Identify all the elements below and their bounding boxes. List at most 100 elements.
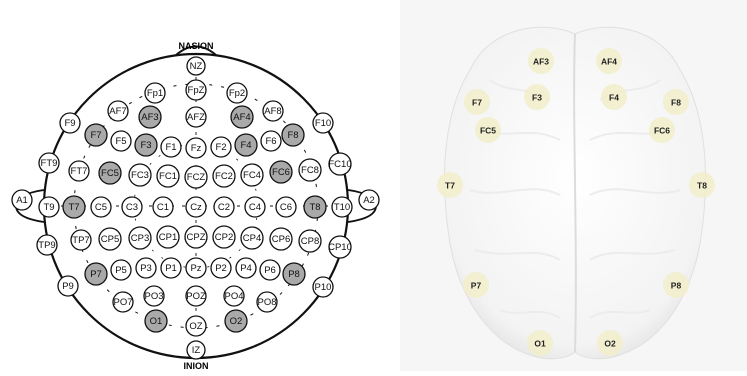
electrode-p7: P7 [84, 262, 108, 286]
electrode-f2: F2 [210, 136, 232, 158]
electrode-circle [128, 163, 152, 187]
electrode-circle [234, 133, 258, 157]
electrode-label: FC6 [272, 167, 290, 178]
electrode-circle [152, 196, 174, 218]
electrode-circle [312, 112, 334, 134]
electrode-nz: NZ [186, 56, 206, 76]
electrode-circle [230, 105, 254, 129]
electrode-circle [156, 225, 180, 249]
electrode-p4: P4 [235, 257, 257, 279]
nose-outline [175, 45, 217, 56]
electrode-label: Fp1 [147, 88, 163, 99]
electrode-c2: C2 [213, 196, 235, 218]
electrode-c6: C6 [275, 196, 297, 218]
brain-electrode-label: AF3 [533, 57, 549, 67]
electrode-label: OZ [189, 321, 202, 332]
electrode-label: CP1 [159, 232, 177, 243]
electrode-fpz: FpZ [185, 79, 207, 101]
brain-electrode-label: O2 [604, 339, 616, 349]
electrode-cp1: CP1 [156, 225, 180, 249]
electrode-circle [144, 82, 166, 104]
electrode-cp5: CP5 [98, 227, 122, 251]
electrode-c3: C3 [121, 196, 143, 218]
electrode-circle [184, 165, 208, 189]
electrode-label: O1 [150, 316, 163, 327]
electrode-circle [107, 100, 129, 122]
electrode-tp9: TP9 [36, 234, 58, 256]
electrode-f8: F8 [281, 123, 305, 147]
electrode-circle [210, 136, 232, 158]
electrode-poz: POZ [185, 285, 207, 307]
electrode-label: P7 [90, 269, 102, 280]
electrode-tp7: TP7 [70, 229, 92, 251]
electrode-fc8: FC8 [298, 158, 322, 182]
electrode-label: CP6 [272, 234, 290, 245]
brain-electrode-f7: F7 [464, 89, 490, 115]
brain-electrode-dot [596, 48, 622, 74]
brain-electrode-dot [437, 172, 463, 198]
electrode-fc2: FC2 [212, 164, 236, 188]
electrode-label: CP8 [301, 236, 319, 247]
electrode-circle [110, 259, 132, 281]
electrode-circle [240, 163, 264, 187]
electrode-circle [57, 275, 79, 297]
electrode-circle [84, 262, 108, 286]
electrode-label: FC2 [215, 171, 233, 182]
brain-electrode-label: F3 [532, 93, 542, 103]
electrode-circle [298, 158, 322, 182]
electrode-circle [185, 257, 207, 279]
electrode-circle [135, 257, 157, 279]
electrode-cp3: CP3 [128, 226, 152, 250]
brain-electrode-label: P8 [671, 281, 682, 291]
brain-electrode-label: O1 [534, 339, 546, 349]
electrode-circle [298, 229, 322, 253]
electrode-f3: F3 [134, 133, 158, 157]
brain-electrode-o2: O2 [597, 330, 623, 356]
electrode-label: T10 [334, 202, 350, 213]
electrode-circle [156, 164, 180, 188]
brain-electrode-p7: P7 [463, 272, 489, 298]
electrode-oz: OZ [185, 315, 207, 337]
electrode-p3: P3 [135, 257, 157, 279]
electrode-label: POZ [186, 291, 206, 302]
electrode-label: FC4 [243, 170, 261, 181]
electrode-cp8: CP8 [298, 229, 322, 253]
electrode-f10: F10 [312, 112, 334, 134]
electrode-label: FC10 [328, 159, 351, 170]
electrode-circle [244, 196, 266, 218]
electrode-label: AFZ [187, 112, 205, 123]
electrode-label: TP7 [72, 235, 89, 246]
electrode-circle [224, 309, 248, 333]
electrode-fp2: Fp2 [226, 82, 248, 104]
electrode-label: T8 [309, 202, 320, 213]
electrode-fc5: FC5 [98, 161, 122, 185]
electrode-fc10: FC10 [328, 152, 352, 176]
electrode-circle [68, 160, 90, 182]
brain-electrode-label: F8 [671, 98, 681, 108]
brain-electrode-fc5: FC5 [475, 117, 501, 143]
electrode-label: FT7 [71, 166, 88, 177]
electrode-af7: AF7 [107, 100, 129, 122]
electrode-circle [331, 196, 353, 218]
brain-electrode-f8: F8 [663, 89, 689, 115]
electrode-circle [184, 225, 208, 249]
electrode-label: C1 [157, 202, 169, 213]
electrode-circle [212, 164, 236, 188]
electrode-label: Fz [191, 143, 202, 154]
electrode-f4: F4 [234, 133, 258, 157]
electrode-ft7: FT7 [68, 160, 90, 182]
electrode-fc3: FC3 [128, 163, 152, 187]
electrode-circle [281, 123, 305, 147]
electrode-circle [262, 100, 284, 122]
electrode-circle [134, 133, 158, 157]
electrode-circle [213, 196, 235, 218]
electrode-po8: PO8 [256, 291, 278, 313]
electrode-label: T9 [43, 202, 54, 213]
electrode-circle [70, 229, 92, 251]
electrode-fc6: FC6 [269, 160, 293, 184]
electrode-afz: AFZ [185, 106, 207, 128]
electrode-c4: C4 [244, 196, 266, 218]
electrode-p1: P1 [160, 257, 182, 279]
